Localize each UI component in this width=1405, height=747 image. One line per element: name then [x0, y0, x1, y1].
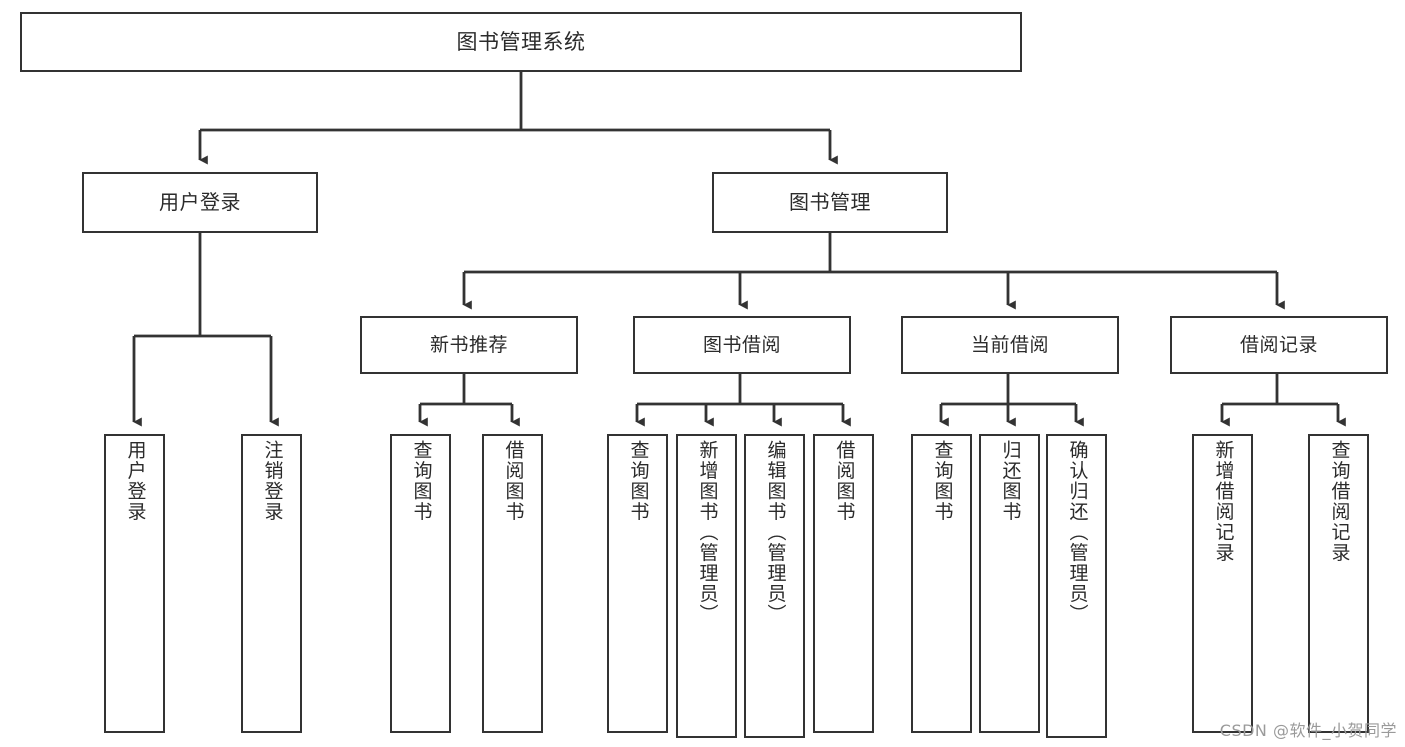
node-book-borrow-label: 图书借阅: [702, 333, 781, 356]
node-new-book-recommend-label: 新书推荐: [429, 333, 508, 356]
node-user-login[interactable]: 用户登录: [82, 172, 318, 233]
node-leaf-query-book-recommend[interactable]: 查询图书: [390, 434, 451, 733]
node-leaf-return-book-label: 归还图书: [999, 440, 1022, 522]
node-leaf-add-borrow-record[interactable]: 新增借阅记录: [1192, 434, 1253, 733]
node-leaf-logout[interactable]: 注销登录: [241, 434, 302, 733]
node-leaf-edit-book-admin-label: 编辑图书（管理员）: [764, 440, 787, 625]
node-root-system[interactable]: 图书管理系统: [20, 12, 1022, 72]
node-book-borrow[interactable]: 图书借阅: [633, 316, 851, 374]
node-borrow-record-label: 借阅记录: [1239, 333, 1318, 356]
node-leaf-add-borrow-record-label: 新增借阅记录: [1212, 440, 1235, 563]
node-current-borrow[interactable]: 当前借阅: [901, 316, 1119, 374]
node-user-login-label: 用户登录: [159, 189, 241, 214]
node-book-management-label: 图书管理: [789, 189, 871, 214]
node-borrow-record[interactable]: 借阅记录: [1170, 316, 1388, 374]
node-leaf-user-login[interactable]: 用户登录: [104, 434, 165, 733]
node-leaf-return-book[interactable]: 归还图书: [979, 434, 1040, 733]
node-leaf-query-book-current-label: 查询图书: [931, 440, 954, 522]
node-new-book-recommend[interactable]: 新书推荐: [360, 316, 578, 374]
node-leaf-user-login-label: 用户登录: [124, 440, 147, 522]
node-leaf-query-book-label: 查询图书: [627, 440, 650, 522]
node-leaf-logout-label: 注销登录: [261, 440, 284, 522]
node-leaf-confirm-return-admin[interactable]: 确认归还（管理员）: [1046, 434, 1107, 738]
node-leaf-borrow-book-recommend-label: 借阅图书: [502, 440, 525, 522]
node-leaf-query-book-current[interactable]: 查询图书: [911, 434, 972, 733]
node-root-label: 图书管理系统: [456, 29, 586, 54]
node-book-management[interactable]: 图书管理: [712, 172, 948, 233]
node-leaf-edit-book-admin[interactable]: 编辑图书（管理员）: [744, 434, 805, 738]
node-leaf-add-book-admin[interactable]: 新增图书（管理员）: [676, 434, 737, 738]
node-leaf-query-borrow-record-label: 查询借阅记录: [1328, 440, 1351, 563]
node-leaf-add-book-admin-label: 新增图书（管理员）: [696, 440, 719, 625]
node-leaf-query-book[interactable]: 查询图书: [607, 434, 668, 733]
node-leaf-borrow-book[interactable]: 借阅图书: [813, 434, 874, 733]
watermark-text: CSDN @软件_小贺同学: [1219, 721, 1397, 740]
node-leaf-confirm-return-admin-label: 确认归还（管理员）: [1066, 440, 1089, 625]
node-leaf-query-book-recommend-label: 查询图书: [410, 440, 433, 522]
node-leaf-borrow-book-recommend[interactable]: 借阅图书: [482, 434, 543, 733]
node-leaf-borrow-book-label: 借阅图书: [833, 440, 856, 522]
node-current-borrow-label: 当前借阅: [970, 333, 1049, 356]
node-leaf-query-borrow-record[interactable]: 查询借阅记录: [1308, 434, 1369, 733]
